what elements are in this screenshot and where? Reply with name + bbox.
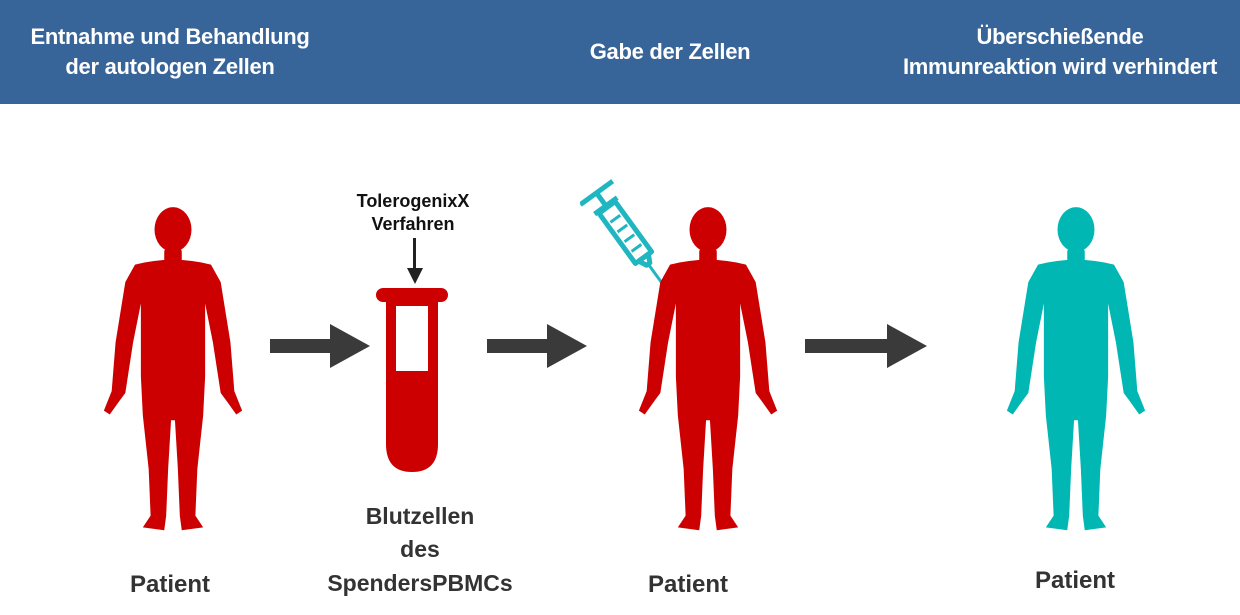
header-step-2: Gabe der Zellen [589, 39, 751, 65]
patient-label-2: Patient [647, 571, 728, 598]
patient-figure-3-icon [1003, 205, 1149, 548]
test-tube-icon [376, 288, 448, 472]
header-step-3: Überschießende Immunreaktion wird verhin… [902, 24, 1218, 79]
tube-label: Blutzellen des SpendersPBMCs [327, 503, 513, 596]
patient-label-3: Patient [1034, 567, 1115, 594]
arrow-right-1-icon [270, 324, 370, 368]
header-step-1: Entnahme und Behandlung der autologen Ze… [30, 24, 310, 79]
process-label: TolerogenixX Verfahren [356, 191, 470, 235]
arrow-right-2-icon [487, 324, 587, 368]
patient-figure-2-icon [635, 205, 781, 548]
header-band: Entnahme und Behandlung der autologen Ze… [0, 0, 1240, 104]
arrow-down-icon [407, 238, 423, 284]
arrow-right-3-icon [805, 324, 927, 368]
patient-label-1: Patient [129, 571, 210, 598]
patient-figure-1-icon [100, 205, 246, 548]
